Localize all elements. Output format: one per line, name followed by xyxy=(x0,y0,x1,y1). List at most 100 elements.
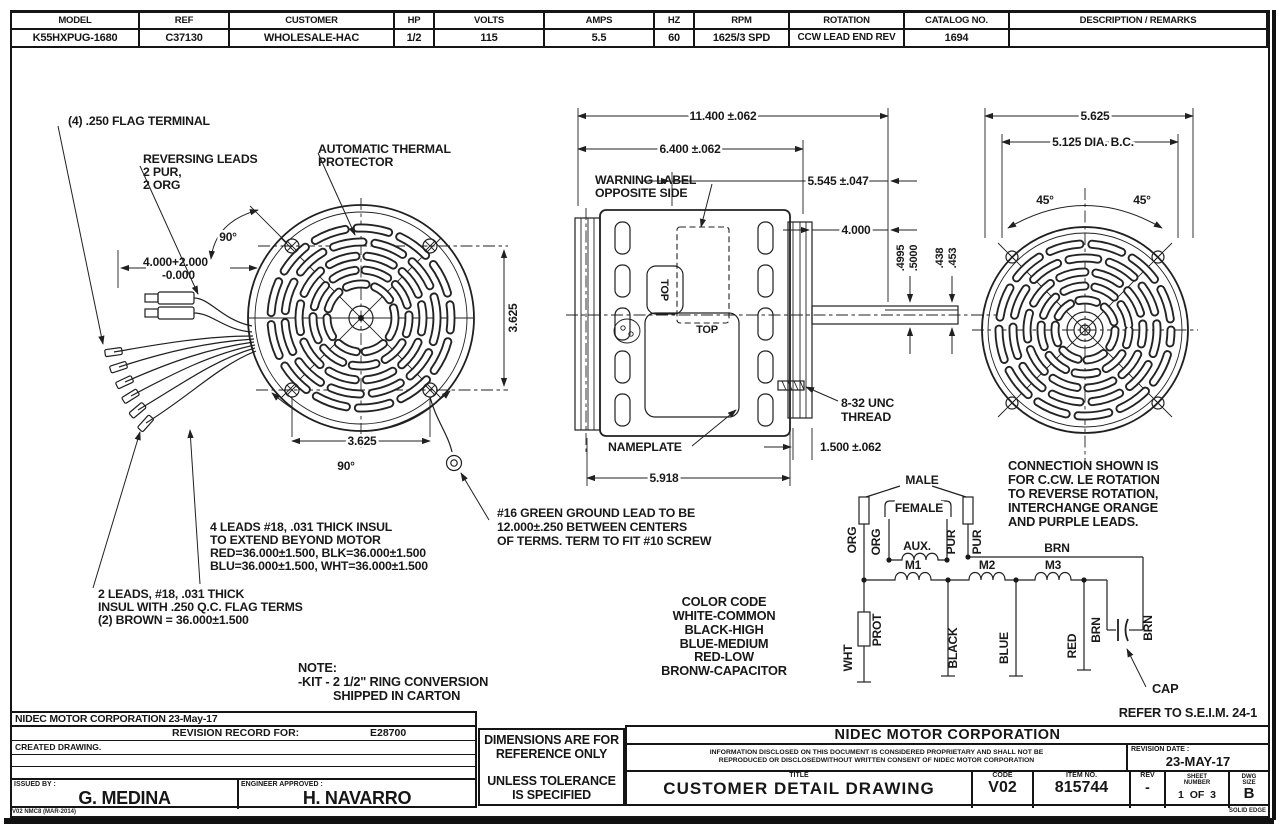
col-value: WHOLESALE-HAC xyxy=(263,32,360,44)
two-leads-note-1: 2 LEADS, #18, .031 THICK xyxy=(98,587,245,601)
sheet-label-2: NUMBER xyxy=(1183,780,1211,786)
size-cell: DWG SIZE B xyxy=(1228,772,1268,808)
blue-label: BLUE xyxy=(997,632,1011,664)
reversing-leads-note-1: REVERSING LEADS xyxy=(143,152,258,166)
four-leads-note-4: BLU=36.000±1.500, WHT=36.000±1.500 xyxy=(210,559,428,573)
spec-col-hp: HP 1/2 xyxy=(395,13,435,46)
nameplate-label: NAMEPLATE xyxy=(608,440,682,454)
spec-table: MODEL K55HXPUG-1680 REF C37130 CUSTOMER … xyxy=(10,11,1268,48)
engineer-name: H. NAVARRO xyxy=(302,788,412,808)
title-cell: TITLE CUSTOMER DETAIL DRAWING xyxy=(627,772,971,808)
refer-seim-note: REFER TO S.E.I.M. 24-1 xyxy=(1119,705,1257,720)
thread-stud xyxy=(777,380,805,391)
signature-row: ISSUED BY : G. MEDINA ENGINEER APPROVED … xyxy=(12,780,475,809)
engineer-approved-label: ENGINEER APPROVED : xyxy=(241,781,323,788)
dim-1500: 1.500 ±.062 xyxy=(820,440,882,454)
thermal-protector-device xyxy=(613,318,641,344)
col-header: REF xyxy=(140,13,228,30)
red-label: RED xyxy=(1065,633,1079,658)
spec-col-customer: CUSTOMER WHOLESALE-HAC xyxy=(230,13,395,46)
rev-value: - xyxy=(1145,779,1150,795)
reversing-leads-note-2: 2 PUR, xyxy=(143,165,181,179)
overall-length-dim: 11.400 ±.062 xyxy=(690,109,757,123)
col-value: K55HXPUG-1680 xyxy=(32,32,118,44)
spec-col-volts: VOLTS 115 xyxy=(435,13,545,46)
spec-col-model: MODEL K55HXPUG-1680 xyxy=(12,13,140,46)
col-value: 1694 xyxy=(944,32,969,44)
bolt-spacing-v-dim: 3.625 xyxy=(506,303,520,333)
col-header: ROTATION xyxy=(790,13,903,30)
size-value: B xyxy=(1243,785,1255,802)
col-value xyxy=(1010,30,1266,46)
revision-record-label: REVISION RECORD FOR: xyxy=(172,727,300,739)
rev-cell: REV - xyxy=(1129,772,1164,808)
four-leads-note-1: 4 LEADS #18, .031 THICK INSUL xyxy=(210,520,393,534)
dims-note-line-2: REFERENCE ONLY xyxy=(495,747,608,761)
thread-note-2: THREAD xyxy=(841,410,891,424)
sheet-edge-bottom xyxy=(4,818,1274,824)
connection-note-5: AND PURPLE LEADS. xyxy=(1008,514,1138,529)
col-value: 5.5 xyxy=(591,32,607,44)
lead-wires xyxy=(104,291,257,433)
dim-5918: 5.918 xyxy=(649,471,679,485)
reversing-leads-note-3: 2 ORG xyxy=(143,178,180,192)
main-windings xyxy=(864,571,1107,581)
kit-note-2: -KIT - 2 1/2" RING CONVERSION xyxy=(298,674,488,689)
nameplate-top-label: TOP xyxy=(696,324,718,336)
col-value: CCW LEAD END REV xyxy=(797,32,896,43)
color-code-4: BLUE-MEDIUM xyxy=(680,636,769,651)
wht-label: WHT xyxy=(841,644,855,672)
side-view: TOP TOP xyxy=(566,107,1000,488)
col-header: RPM xyxy=(695,13,788,30)
color-code-3: BLACK-HIGH xyxy=(684,622,763,637)
proprietary-line-1: INFORMATION DISCLOSED ON THIS DOCUMENT I… xyxy=(709,749,1044,756)
vent-slots xyxy=(614,221,774,427)
shaft xyxy=(811,305,959,325)
solidedge-mark: SOLID EDGE xyxy=(1228,808,1266,814)
black-label: BLACK xyxy=(946,627,960,669)
spec-col-description: DESCRIPTION / REMARKS xyxy=(1010,13,1266,46)
created-drawing-row: CREATED DRAWING. xyxy=(12,741,475,755)
warning-label-outline xyxy=(676,226,730,324)
aux-label: AUX. xyxy=(903,539,931,553)
revision-block: NIDEC MOTOR CORPORATION 23-May-17 REVISI… xyxy=(10,711,477,809)
sheet-cell: SHEET NUMBER 1 OF 3 xyxy=(1164,772,1228,808)
revision-record-row: REVISION RECORD FOR: E28700 xyxy=(12,727,475,741)
dim-4000: 4.000 xyxy=(841,223,871,237)
color-code-6: BRONW-CAPACITOR xyxy=(661,663,787,678)
proprietary-line-2: REPRODUCED OR DISCLOSEDWITHOUT WRITTEN C… xyxy=(718,757,1035,764)
item-value: 815744 xyxy=(1054,779,1109,796)
revision-date-value: 23-MAY-17 xyxy=(1165,754,1231,769)
cap-label: CAP xyxy=(1152,681,1179,696)
rear-view: 5.625 5.125 DIA. B.C. 45° 45° xyxy=(972,107,1198,462)
thermal-protector-note-1: AUTOMATIC THERMAL xyxy=(318,142,451,156)
rear-width-dim: 5.625 xyxy=(1080,109,1110,123)
title-row: TITLE CUSTOMER DETAIL DRAWING CODE V02 I… xyxy=(627,772,1268,808)
front-view: (4) .250 FLAG TERMINAL REVERSING LEADS 2… xyxy=(57,114,712,703)
color-code-5: RED-LOW xyxy=(694,649,755,664)
female-label: FEMALE xyxy=(895,501,943,515)
sheet-edge-right xyxy=(1272,10,1276,820)
lead-length-dim-2: -0.000 xyxy=(162,268,195,282)
dims-note-line-3: UNLESS TOLERANCE xyxy=(487,774,616,788)
shaft-dia-dim-2: .5000 xyxy=(908,245,920,272)
engineer-cell: ENGINEER APPROVED : H. NAVARRO xyxy=(239,780,475,809)
ground-note-2: 12.000±.250 BETWEEN CENTERS xyxy=(497,520,687,534)
corp-date-line: NIDEC MOTOR CORPORATION 23-May-17 xyxy=(12,713,475,727)
issued-by-cell: ISSUED BY : G. MEDINA xyxy=(12,780,239,809)
title-label: TITLE xyxy=(789,772,809,779)
col-header: HP xyxy=(395,13,433,30)
org-label-2: ORG xyxy=(869,529,883,556)
col-header: AMPS xyxy=(545,13,653,30)
col-header: HZ xyxy=(655,13,693,30)
brn-top-label: BRN xyxy=(1044,541,1069,555)
flag-terminal-note: (4) .250 FLAG TERMINAL xyxy=(68,114,210,128)
code-value: V02 xyxy=(988,779,1017,796)
angle-45-left: 45° xyxy=(1036,193,1054,207)
warning-label-note-1: WARNING LABEL xyxy=(595,173,697,187)
spec-col-ref: REF C37130 xyxy=(140,13,230,46)
col-value: 60 xyxy=(668,32,680,44)
m1-label: M1 xyxy=(905,558,922,572)
ground-note-3: OF TERMS. TERM TO FIT #10 SCREW xyxy=(497,534,712,548)
